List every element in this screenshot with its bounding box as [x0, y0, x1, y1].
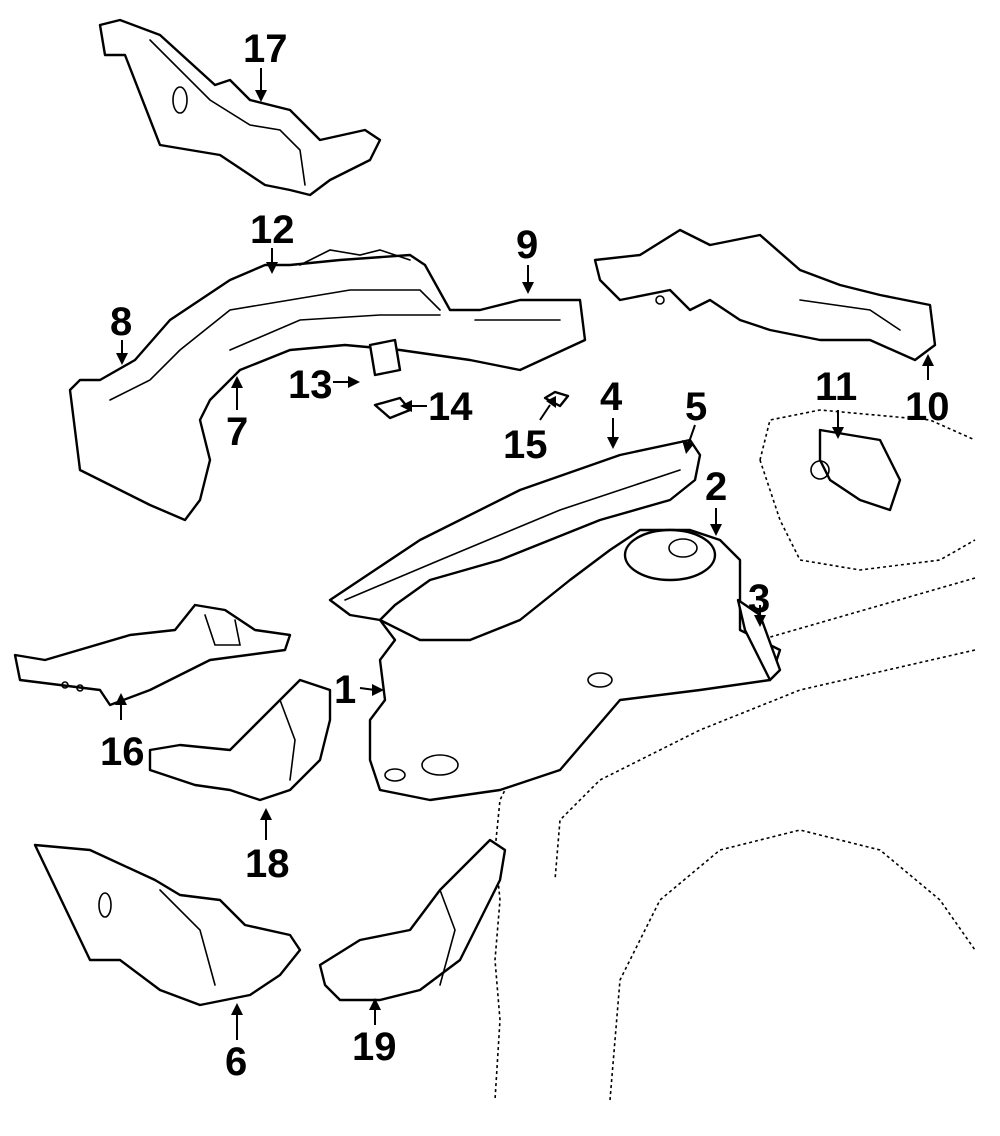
- callouts: 17 12 8 7 9 13 14 15 10 11 4 5 2 3 1 16 …: [100, 27, 950, 1084]
- part-16-bracket: [13, 603, 292, 707]
- callout-13: 13: [288, 363, 333, 407]
- callout-11: 11: [815, 365, 857, 409]
- callout-3: 3: [748, 577, 770, 621]
- callout-16: 16: [100, 730, 145, 774]
- part-18-bracket: [148, 678, 332, 802]
- callout-2: 2: [705, 465, 727, 509]
- part-19-bracket: [318, 838, 507, 1002]
- callout-18: 18: [245, 842, 290, 886]
- callout-10: 10: [905, 385, 950, 429]
- part-17-bracket: [98, 18, 382, 197]
- part-11-apron: [810, 428, 902, 512]
- callout-14: 14: [428, 385, 473, 429]
- part-1-2-apron: [368, 528, 782, 802]
- fender-outline: [494, 409, 976, 1101]
- callout-7: 7: [226, 410, 248, 454]
- callout-17: 17: [243, 27, 288, 71]
- leader-lines: [115, 68, 934, 1040]
- part-4-5-upper-rail: [328, 438, 702, 622]
- part-13-14-15-small: [368, 338, 570, 420]
- callout-15: 15: [503, 423, 548, 467]
- callout-8: 8: [110, 300, 132, 344]
- part-10-rail: [593, 228, 937, 362]
- callout-1: 1: [334, 668, 356, 712]
- callout-9: 9: [516, 223, 538, 267]
- callout-6: 6: [225, 1040, 247, 1084]
- part-3-brace: [736, 598, 782, 682]
- callout-12: 12: [250, 208, 295, 252]
- callout-4: 4: [600, 375, 623, 419]
- part-7-8-12-frame-rail: [68, 249, 587, 522]
- callout-19: 19: [352, 1025, 397, 1069]
- part-6-bracket: [33, 843, 302, 1007]
- callout-5: 5: [685, 385, 707, 429]
